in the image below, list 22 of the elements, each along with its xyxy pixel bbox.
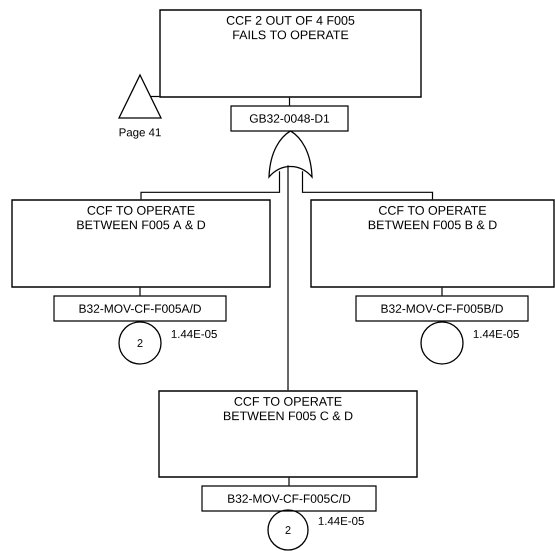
id-box: B32-MOV-CF-F005B/D	[355, 295, 529, 322]
connector-line	[287, 165, 289, 390]
event-box: CCF 2 OUT OF 4 F005 FAILS TO OPERATE	[159, 9, 422, 98]
probability-label: 1.44E-05	[318, 516, 364, 526]
id-box: B32-MOV-CF-F005A/D	[53, 295, 227, 322]
connector-line	[441, 288, 443, 296]
connector-line	[140, 171, 280, 200]
event-box: CCF TO OPERATE BETWEEN F005 B & D	[310, 199, 555, 288]
connector-line	[302, 171, 434, 200]
connector-line	[288, 478, 290, 486]
event-box: CCF TO OPERATE BETWEEN F005 A & D	[11, 199, 271, 288]
probability-label: 1.44E-05	[474, 330, 519, 338]
probability-label: 1.44E-05	[172, 330, 217, 338]
connector-line	[288, 98, 290, 106]
event-box: CCF TO OPERATE BETWEEN F005 C & D	[158, 390, 418, 478]
or-gate	[268, 130, 313, 178]
id-box: B32-MOV-CF-F005C/D	[201, 485, 377, 512]
basic-event-circle	[420, 321, 464, 365]
id-box: GB32-0048-D1	[230, 105, 349, 132]
page-label: Page 41	[120, 128, 161, 139]
connector-line	[150, 96, 160, 98]
connector-line	[139, 288, 141, 296]
